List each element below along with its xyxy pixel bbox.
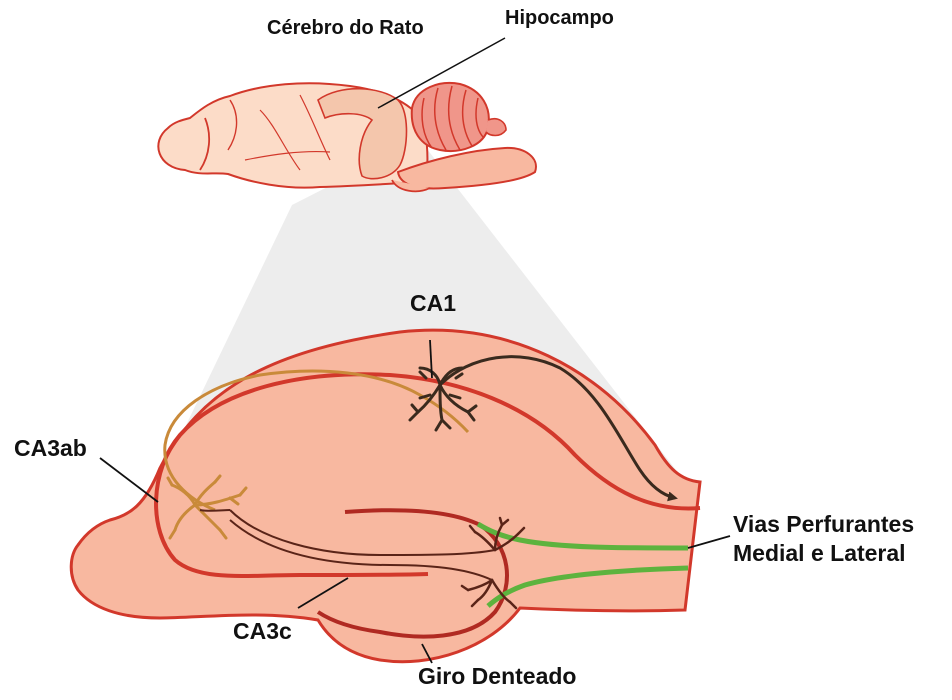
ca1-label: CA1 bbox=[410, 292, 456, 315]
ca3-mossy-dendrites bbox=[200, 510, 230, 511]
ca3ab-label: CA3ab bbox=[14, 437, 87, 460]
dentate-gyrus-label: Giro Denteado bbox=[418, 665, 576, 688]
hippocampus-label: Hipocampo bbox=[505, 8, 614, 28]
brain-title: Cérebro do Rato bbox=[267, 18, 424, 38]
rat-brain bbox=[158, 83, 536, 191]
ca3ab-leader bbox=[100, 458, 158, 502]
perforant-paths-label: Vias Perfurantes Medial e Lateral bbox=[733, 510, 914, 568]
ca3c-label: CA3c bbox=[233, 620, 292, 643]
perforant-paths-line2: Medial e Lateral bbox=[733, 539, 914, 568]
perforant-paths-line1: Vias Perfurantes bbox=[733, 510, 914, 539]
